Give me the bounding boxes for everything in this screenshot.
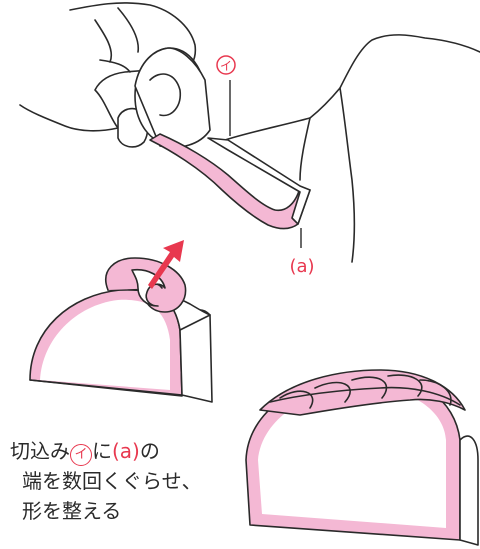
dome-front-inner	[40, 300, 170, 390]
a-marker-group: (a)	[289, 228, 314, 277]
braided-dome-illustration	[246, 370, 478, 545]
right-arm	[225, 35, 480, 140]
caption-a-ref: (a)	[112, 439, 140, 463]
i-marker-label: イ	[220, 59, 232, 73]
caption-line-1: 切込みイに(a)の	[10, 436, 160, 466]
caption-line-2: 端を数回くぐらせ、	[22, 466, 202, 496]
caption-line1-pre: 切込み	[10, 439, 70, 463]
i-marker-group: イ	[217, 56, 235, 136]
half-dome-illustration	[30, 240, 212, 402]
caption-line1-post: の	[140, 439, 160, 463]
hands-illustration	[20, 3, 480, 262]
a-marker-label: (a)	[289, 256, 314, 277]
braid-side	[460, 436, 478, 545]
caption-line-3: 形を整える	[22, 496, 121, 526]
caption-i-ref: イ	[70, 444, 92, 466]
caption-line1-mid: に	[92, 439, 112, 463]
